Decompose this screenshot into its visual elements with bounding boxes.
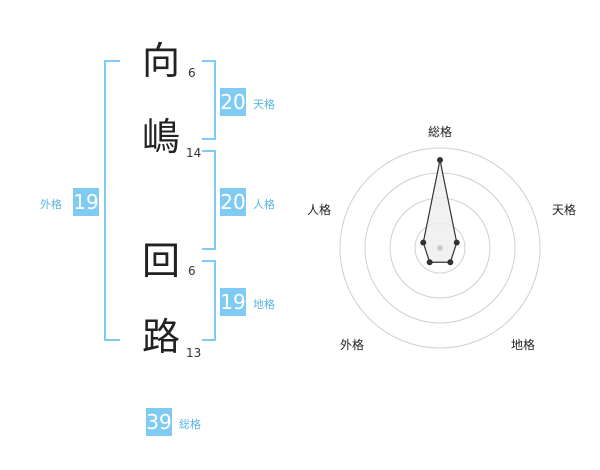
name-char-2: 嶋 [142,115,181,159]
stroke-count-3: 6 [188,264,196,278]
radar-point [447,259,454,266]
name-char-4: 路 [142,315,181,359]
radar-center-dot [437,245,443,251]
radar-axis-label-soukaku: 総格 [428,125,453,139]
radar-point [437,157,443,163]
radar-point [420,239,427,246]
radar-axis-label-jinkaku: 人格 [307,203,332,217]
radar-axis-label-gaikaku: 外格 [340,338,365,352]
radar-axis-label-chikaku: 地格 [511,338,536,352]
radar-ring [339,147,541,349]
radar-area [422,159,458,263]
radar-point [453,239,460,246]
radar-axis-label-tenkaku: 天格 [552,203,577,217]
soukaku-value: 39 [146,408,172,436]
gaikaku-label: 外格 [40,198,62,211]
name-char-3: 回 [142,239,181,283]
radar-point [426,259,433,266]
stroke-count-1: 6 [188,66,196,80]
chikaku-value: 19 [220,288,246,316]
stroke-count-2: 14 [186,146,202,160]
tenkaku-value: 20 [220,88,246,116]
gaikaku-value: 19 [73,188,99,216]
chikaku-label: 地格 [253,298,275,311]
tenkaku-bracket [202,60,216,140]
jinkaku-label: 人格 [253,198,275,211]
jinkaku-value: 20 [220,188,246,216]
radar-chart [339,147,541,349]
gaikaku-bracket [104,60,120,341]
soukaku-label: 総格 [179,418,201,431]
chikaku-bracket [202,260,216,341]
jinkaku-bracket [202,150,216,250]
stroke-count-4: 13 [186,346,202,360]
name-char-1: 向 [142,39,181,83]
tenkaku-label: 天格 [253,98,275,111]
